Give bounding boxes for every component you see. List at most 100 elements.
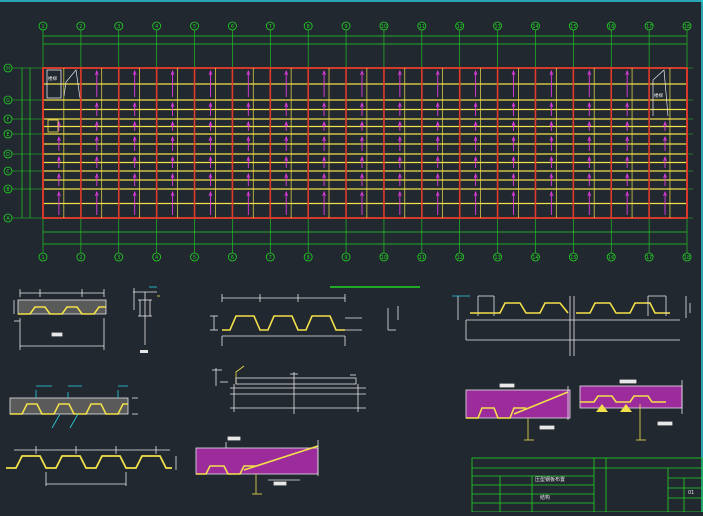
deck-span-arrowhead	[246, 69, 251, 76]
deck-span-arrowhead	[322, 190, 326, 197]
deck-span-arrowhead	[57, 135, 61, 142]
deck-span-arrowhead	[549, 69, 554, 76]
column-bubble-6	[228, 252, 237, 262]
deck-span-arrowhead	[170, 190, 175, 197]
deck-span-arrowhead	[625, 69, 630, 76]
column-bubble-10	[379, 252, 389, 262]
column-bubble-16	[606, 21, 616, 31]
deck-span-arrowhead	[625, 155, 630, 162]
deck-span-arrowhead	[94, 120, 99, 127]
deck-span-arrowhead	[511, 69, 516, 76]
deck-span-arrowhead	[57, 155, 61, 162]
column-bubble-label: 4	[155, 24, 158, 30]
deck-span-arrowhead	[587, 101, 592, 108]
column-bubble-6	[228, 21, 237, 31]
deck-span-arrowhead	[549, 135, 554, 142]
deck-span-arrowhead	[360, 172, 364, 179]
deck-span-arrowhead	[473, 101, 478, 108]
column-bubble-label: 2	[79, 24, 82, 30]
deck-span-arrowhead	[397, 69, 402, 76]
column-bubble-13	[493, 252, 502, 262]
deck-span-arrowhead	[132, 135, 137, 142]
plan-label-left: 楼梯	[48, 75, 57, 82]
deck-span-arrowhead	[132, 190, 137, 197]
deck-span-arrowhead	[397, 155, 402, 162]
row-bubble-label: H	[6, 66, 10, 72]
deck-span-arrowhead	[549, 172, 554, 179]
column-bubble-7	[265, 21, 275, 31]
deck-span-arrowhead	[549, 155, 554, 162]
deck-span-arrowhead	[511, 172, 516, 179]
column-bubble-label: 10	[381, 24, 387, 30]
plan-label-right: 楼梯	[654, 92, 663, 99]
deck-span-arrowhead	[587, 69, 592, 76]
detail-deck-profile-2	[6, 446, 177, 486]
deck-span-arrowhead	[435, 155, 440, 162]
deck-span-arrowhead	[435, 190, 440, 197]
column-bubble-label: 14	[532, 24, 538, 30]
row-bubble-label: A	[6, 216, 10, 222]
deck-span-arrowhead	[322, 69, 326, 76]
deck-span-arrowhead	[170, 101, 175, 108]
deck-span-arrowhead	[94, 172, 99, 179]
opening-left	[47, 119, 59, 133]
deck-span-arrowhead	[208, 135, 213, 142]
deck-span-arrowhead	[132, 101, 137, 108]
column-bubble-label: 13	[495, 24, 501, 30]
column-bubble-label: 2	[79, 255, 82, 261]
deck-span-arrowhead	[246, 101, 251, 108]
deck-span-arrowhead	[360, 155, 364, 162]
title-sheet-no: 01	[688, 490, 694, 496]
deck-span-arrowhead	[435, 120, 440, 127]
detail-deck-profile	[210, 286, 420, 346]
row-bubble-label: E	[6, 132, 9, 138]
deck-span-arrowhead	[208, 190, 213, 197]
stair-outline-left	[63, 69, 81, 99]
deck-span-arrowhead	[663, 155, 667, 162]
deck-span-arrowhead	[625, 190, 630, 197]
title-sheet-label: 结构	[540, 494, 550, 501]
deck-span-arrowhead	[208, 155, 213, 162]
deck-span-arrowhead	[663, 135, 667, 142]
column-bubble-label: 11	[419, 24, 425, 30]
deck-span-arrowhead	[397, 120, 402, 127]
deck-span-arrowhead	[587, 155, 592, 162]
deck-span-arrowhead	[663, 120, 667, 127]
column-bubble-label: 15	[570, 255, 576, 261]
deck-span-arrowhead	[132, 155, 137, 162]
column-bubble-12	[455, 252, 465, 262]
deck-span-arrowhead	[397, 172, 402, 179]
deck-span-arrowhead	[246, 120, 251, 127]
deck-span-arrowhead	[625, 172, 630, 179]
deck-span-arrowhead	[322, 101, 326, 108]
deck-span-arrowhead	[625, 101, 630, 108]
deck-span-arrowhead	[587, 120, 592, 127]
deck-span-arrowhead	[284, 101, 289, 108]
column-bubble-label: 5	[193, 255, 196, 261]
deck-span-arrowhead	[397, 101, 402, 108]
detail-edge-beam	[212, 365, 366, 414]
deck-span-arrowhead	[246, 190, 251, 197]
column-bubble-4	[152, 252, 162, 262]
column-bubble-label: 8	[307, 24, 310, 30]
deck-span-arrowhead	[625, 135, 630, 142]
deck-span-arrowhead	[587, 135, 592, 142]
column-bubble-label: 4	[155, 255, 158, 261]
column-bubble-label: 7	[269, 255, 272, 261]
column-bubble-label: 10	[381, 255, 387, 261]
column-bubble-label: 7	[269, 24, 272, 30]
deck-span-arrowhead	[549, 190, 554, 197]
column-bubble-label: 1	[41, 255, 44, 261]
deck-span-arrowhead	[246, 172, 251, 179]
column-bubble-18	[682, 252, 692, 262]
column-bubble-14	[531, 252, 540, 262]
row-bubble-label: D	[6, 152, 10, 158]
deck-span-arrowhead	[663, 172, 667, 179]
column-bubble-16	[606, 252, 616, 262]
column-bubble-label: 8	[307, 255, 310, 261]
deck-span-arrowhead	[322, 172, 326, 179]
column-bubble-2	[76, 21, 86, 31]
deck-span-arrowhead	[397, 190, 402, 197]
